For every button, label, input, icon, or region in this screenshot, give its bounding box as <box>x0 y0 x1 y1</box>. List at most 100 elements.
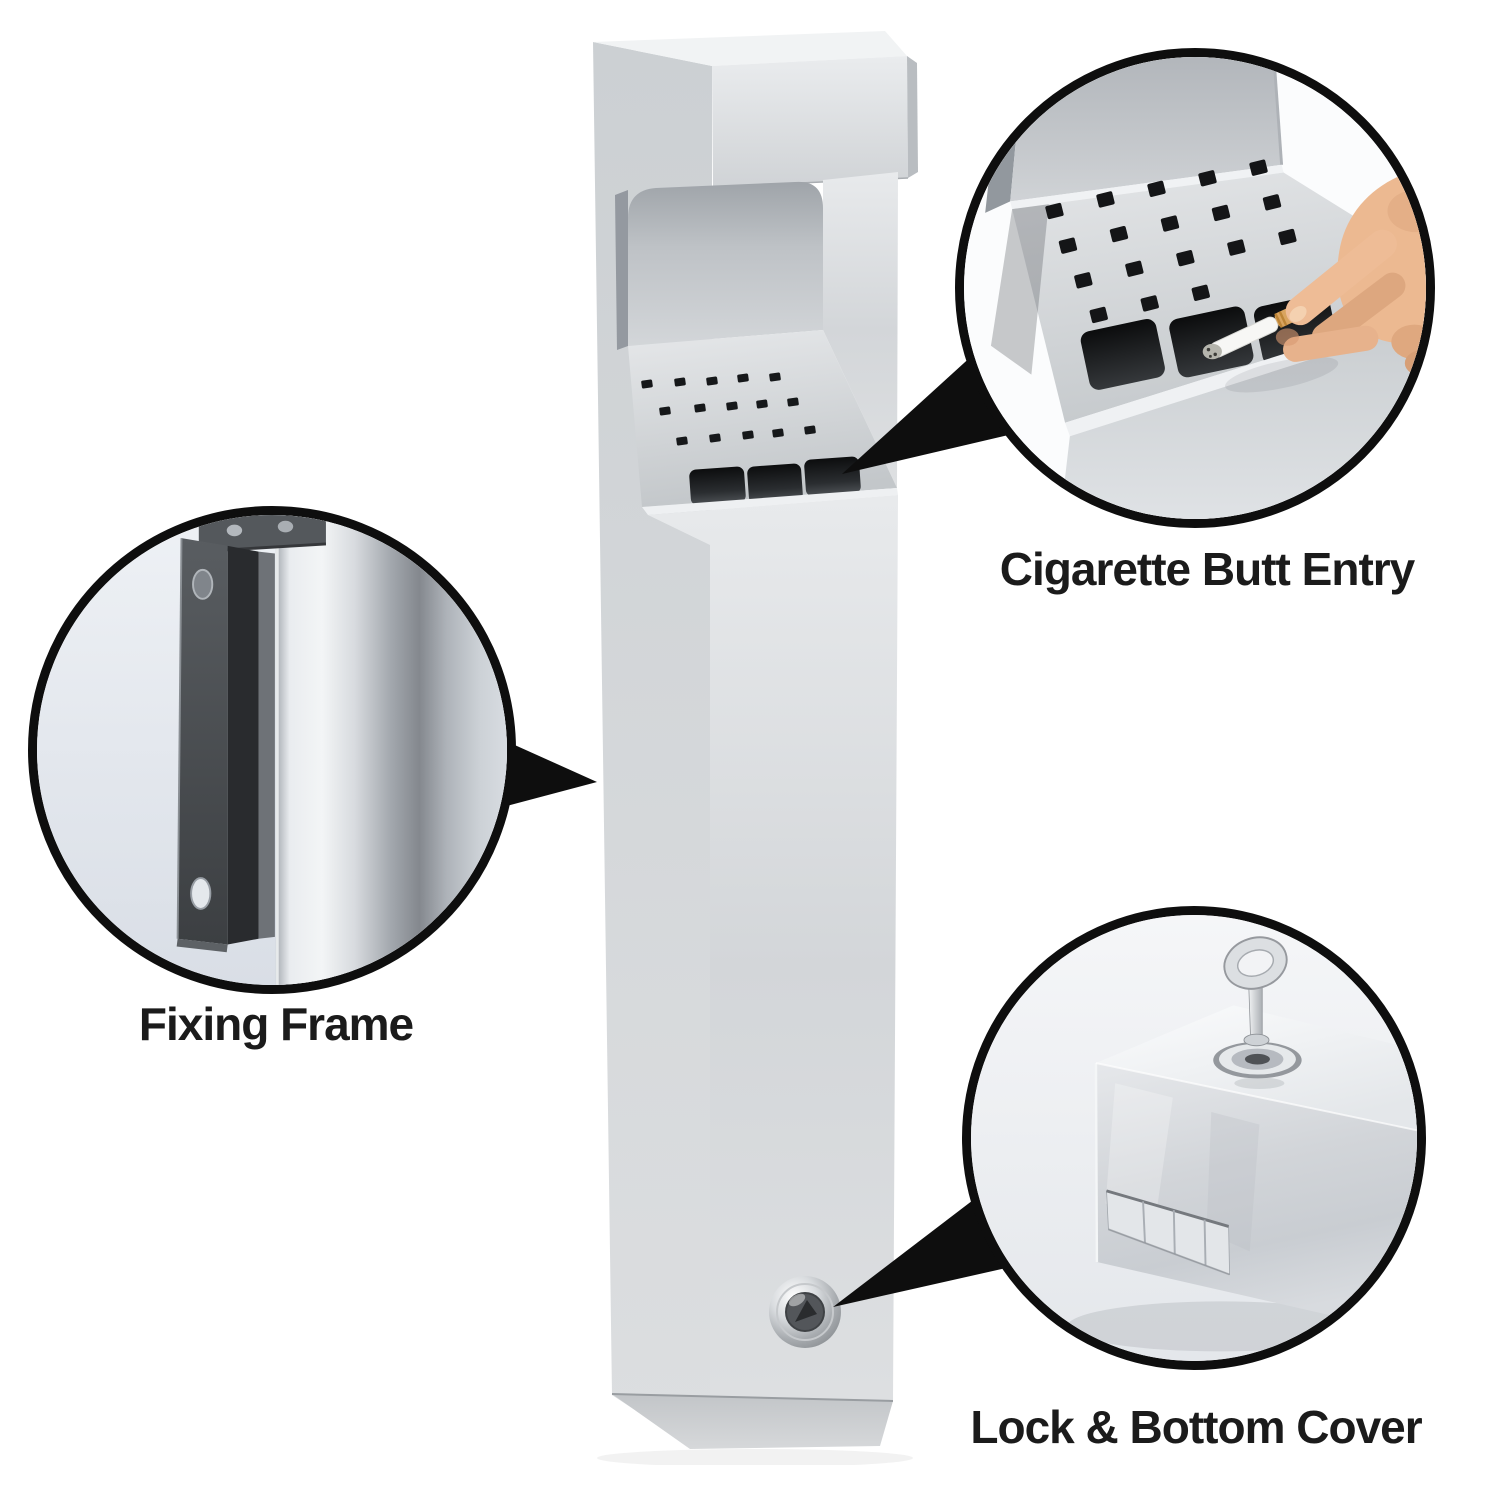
stub-hole <box>804 425 816 435</box>
stub-hole <box>706 376 718 386</box>
pointer-wedge-lock <box>833 1194 1015 1307</box>
bracket-flange-edge <box>258 551 275 939</box>
stub-hole <box>1198 170 1217 187</box>
screw <box>226 524 243 537</box>
index-fingernail <box>1289 305 1307 322</box>
stub-hole <box>742 430 754 440</box>
flap-segment-line <box>1203 1219 1207 1266</box>
callout-circle-lock-bottom-cover <box>962 906 1426 1370</box>
callout-circle-cigarette-entry <box>955 48 1435 528</box>
bracket-bottom-face <box>176 938 228 953</box>
middle-finger <box>1311 272 1406 350</box>
closeup-front-face <box>1060 322 1426 519</box>
stub-hole <box>726 401 738 411</box>
thumb <box>1283 325 1379 362</box>
stub-hole <box>1074 272 1093 289</box>
stub-hole <box>1249 159 1268 176</box>
filter-band <box>1278 311 1288 326</box>
column-right-strip <box>823 172 898 488</box>
mounting-hole <box>192 568 214 600</box>
hand-shadow <box>1225 356 1339 393</box>
lock-highlight <box>788 1293 806 1307</box>
closeup-back-wall <box>1010 57 1282 202</box>
stub-hole <box>772 428 784 438</box>
callout-label-fixing-frame: Fixing Frame <box>138 998 414 1050</box>
stub-hole <box>1176 250 1195 267</box>
cigarette-ash <box>1202 343 1222 360</box>
screw <box>277 520 294 533</box>
bottom-cover-seam <box>611 1393 894 1402</box>
ash-speckle <box>1206 347 1211 352</box>
ash-speckle <box>1213 352 1217 357</box>
stub-hole <box>1096 191 1115 208</box>
entry-slot <box>689 466 746 506</box>
cigarette-entry-closeup <box>964 57 1426 519</box>
ash-speckle <box>1208 354 1212 358</box>
key-shaft <box>1248 985 1263 1043</box>
hood-opening-back-wall <box>628 181 823 346</box>
lock-keyhole <box>795 1300 817 1322</box>
closeup-plate-shadow <box>990 204 1049 375</box>
stub-hole <box>1191 284 1210 301</box>
column-front-face <box>648 495 898 1438</box>
stub-hole <box>1058 237 1078 254</box>
stub-hole <box>709 433 721 443</box>
pointer-wedge-cigarette-entry <box>842 353 1017 474</box>
closeup-stub-hole-grid <box>1045 159 1297 324</box>
opening-left-wall <box>615 190 628 350</box>
stub-hole <box>1211 204 1231 222</box>
pointer-wedge-fixing-frame <box>497 737 597 807</box>
callout-label-cigarette-butt-entry: Cigarette Butt Entry <box>999 543 1415 595</box>
stub-hole <box>1147 180 1166 197</box>
stub-hole <box>1089 306 1108 324</box>
entry-slot <box>1080 319 1165 390</box>
stub-hole <box>1140 295 1159 312</box>
stub-hole-grid <box>641 372 816 446</box>
box-front-face <box>1095 1063 1417 1336</box>
key-collar <box>1243 1033 1270 1047</box>
fixing-frame-closeup <box>37 515 507 985</box>
lock-bottom-cover-closeup <box>971 915 1417 1361</box>
stub-hole <box>787 397 799 407</box>
bottom-cover <box>612 1394 893 1449</box>
stub-hole <box>694 403 706 413</box>
entry-slot <box>804 456 861 497</box>
flap-segment-line <box>1142 1201 1146 1243</box>
product-ground-shadow <box>597 1449 913 1465</box>
lock-keyway <box>1244 1053 1270 1065</box>
filter-band <box>1274 313 1283 329</box>
cigarette <box>1202 299 1313 360</box>
flap-segment-line <box>1172 1210 1176 1255</box>
lock-cylinder <box>769 1276 841 1348</box>
flap-bottom-shadow <box>1108 1228 1230 1276</box>
stub-hole <box>1125 260 1144 277</box>
callout-circle-fixing-frame <box>28 506 516 994</box>
bottom-cover-box <box>1094 936 1417 1336</box>
entry-slot <box>1169 306 1254 378</box>
bracket-top-tab <box>198 515 326 552</box>
product-receptacle <box>593 31 918 1465</box>
fixing-bracket <box>176 538 275 953</box>
plate-front-fold <box>642 488 898 515</box>
steel-column-edge <box>275 515 279 985</box>
stub-hole <box>1262 194 1282 211</box>
lock-ring-line <box>776 1283 834 1341</box>
stub-hole <box>769 372 781 382</box>
index-finger <box>1285 229 1397 326</box>
box-top-edge-highlight <box>1095 1062 1417 1132</box>
stub-hole <box>1045 202 1064 220</box>
bracket-edge-highlight <box>176 538 183 939</box>
stub-hole <box>674 377 686 387</box>
flap-hinge-gap <box>1106 1189 1230 1228</box>
hand <box>1202 167 1426 377</box>
thumb-tip-shading <box>1275 328 1299 346</box>
stub-hole <box>737 373 749 383</box>
stub-hole <box>1278 228 1297 246</box>
hood-top-face <box>593 31 907 66</box>
bracket-face <box>177 538 228 945</box>
key-bow-hole <box>1237 949 1275 977</box>
hood-right-face <box>907 56 918 178</box>
key-reflection <box>1234 1077 1285 1089</box>
